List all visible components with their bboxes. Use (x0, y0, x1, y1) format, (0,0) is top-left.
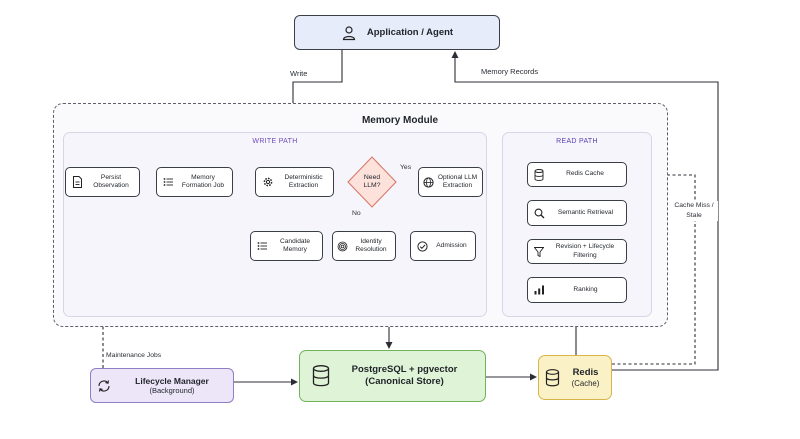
revision-lifecycle-filtering-node: Revision + Lifecycle Filtering (527, 239, 627, 264)
postgresql-sub: (Canonical Store) (365, 376, 444, 387)
redis-box: Redis (Cache) (538, 355, 612, 400)
bar-chart-icon (534, 285, 544, 295)
deterministic-extraction-label: Deterministic Extraction (284, 173, 323, 189)
ranking-node: Ranking (527, 277, 627, 303)
redis-cache-step-node: Redis Cache (527, 162, 627, 187)
edge-redis-to-agent (451, 51, 719, 371)
optional-llm-extraction-label: Optional LLM Extraction (437, 173, 478, 189)
globe-icon (423, 176, 434, 188)
write-path-title: WRITE PATH (252, 138, 298, 145)
cache-miss-edge-label: Cache Miss / Stale (670, 201, 718, 221)
filter-icon (534, 246, 544, 257)
fingerprint-icon (337, 241, 348, 251)
postgresql-text: PostgreSQL + pgvector (Canonical Store) (336, 364, 473, 388)
database-icon (534, 168, 544, 181)
write-edge-label: Write (290, 69, 308, 78)
lifecycle-manager-text: Lifecycle Manager (Background) (117, 376, 227, 396)
write-path-region (63, 132, 487, 317)
application-agent-box: Application / Agent (294, 15, 500, 50)
lifecycle-manager-title: Lifecycle Manager (135, 375, 209, 386)
revision-lifecycle-filtering-label: Revision + Lifecycle Filtering (555, 243, 615, 259)
persist-observation-label: Persist Observation (93, 173, 129, 189)
lifecycle-manager-box: Lifecycle Manager (Background) (90, 368, 234, 403)
redis-title: Redis (572, 366, 599, 378)
candidate-memory-label: Candidate Memory (279, 237, 311, 253)
gear-icon (263, 177, 273, 187)
redis-cache-step-label: Redis Cache (566, 170, 604, 178)
semantic-retrieval-label: Semantic Retrieval (557, 208, 614, 216)
memory-records-edge-label: Memory Records (481, 67, 539, 76)
yes-edge-label: Yes (400, 164, 412, 171)
user-icon (342, 25, 355, 40)
postgresql-pgvector-box: PostgreSQL + pgvector (Canonical Store) (299, 350, 486, 402)
search-icon (534, 208, 545, 218)
redis-sub: (Cache) (571, 378, 600, 388)
read-path-title: READ PATH (556, 138, 598, 145)
postgresql-title: PostgreSQL + pgvector (351, 364, 458, 376)
memory-module-title: Memory Module (361, 115, 439, 126)
identity-resolution-label: Identity Resolution (355, 237, 387, 253)
database-icon (312, 365, 330, 387)
list-icon (257, 242, 267, 250)
candidate-memory-node: Candidate Memory (250, 231, 323, 261)
refresh-icon (98, 379, 110, 392)
optional-llm-extraction-node: Optional LLM Extraction (418, 167, 483, 197)
maintenance-jobs-edge-label: Maintenance Jobs (106, 352, 162, 359)
admission-node: Admission (410, 231, 476, 261)
memory-formation-job-node: Memory Formation Job (156, 167, 233, 197)
list-icon (163, 178, 173, 186)
persist-observation-node: Persist Observation (65, 167, 140, 197)
need-llm-label: Need LLM? (363, 174, 381, 190)
lifecycle-manager-sub: (Background) (149, 386, 195, 396)
database-icon (545, 368, 560, 386)
document-icon (73, 176, 82, 188)
agent-label: Application / Agent (366, 26, 454, 38)
admission-label: Admission (436, 241, 467, 249)
need-llm-decision (347, 156, 397, 208)
identity-resolution-node: Identity Resolution (332, 231, 396, 261)
semantic-retrieval-node: Semantic Retrieval (527, 200, 627, 226)
no-edge-label: No (352, 210, 361, 217)
deterministic-extraction-node: Deterministic Extraction (255, 167, 334, 197)
memory-formation-job-label: Memory Formation Job (181, 173, 225, 189)
check-circle-icon (417, 240, 428, 252)
ranking-label: Ranking (573, 285, 598, 293)
redis-text: Redis (Cache) (566, 367, 605, 389)
